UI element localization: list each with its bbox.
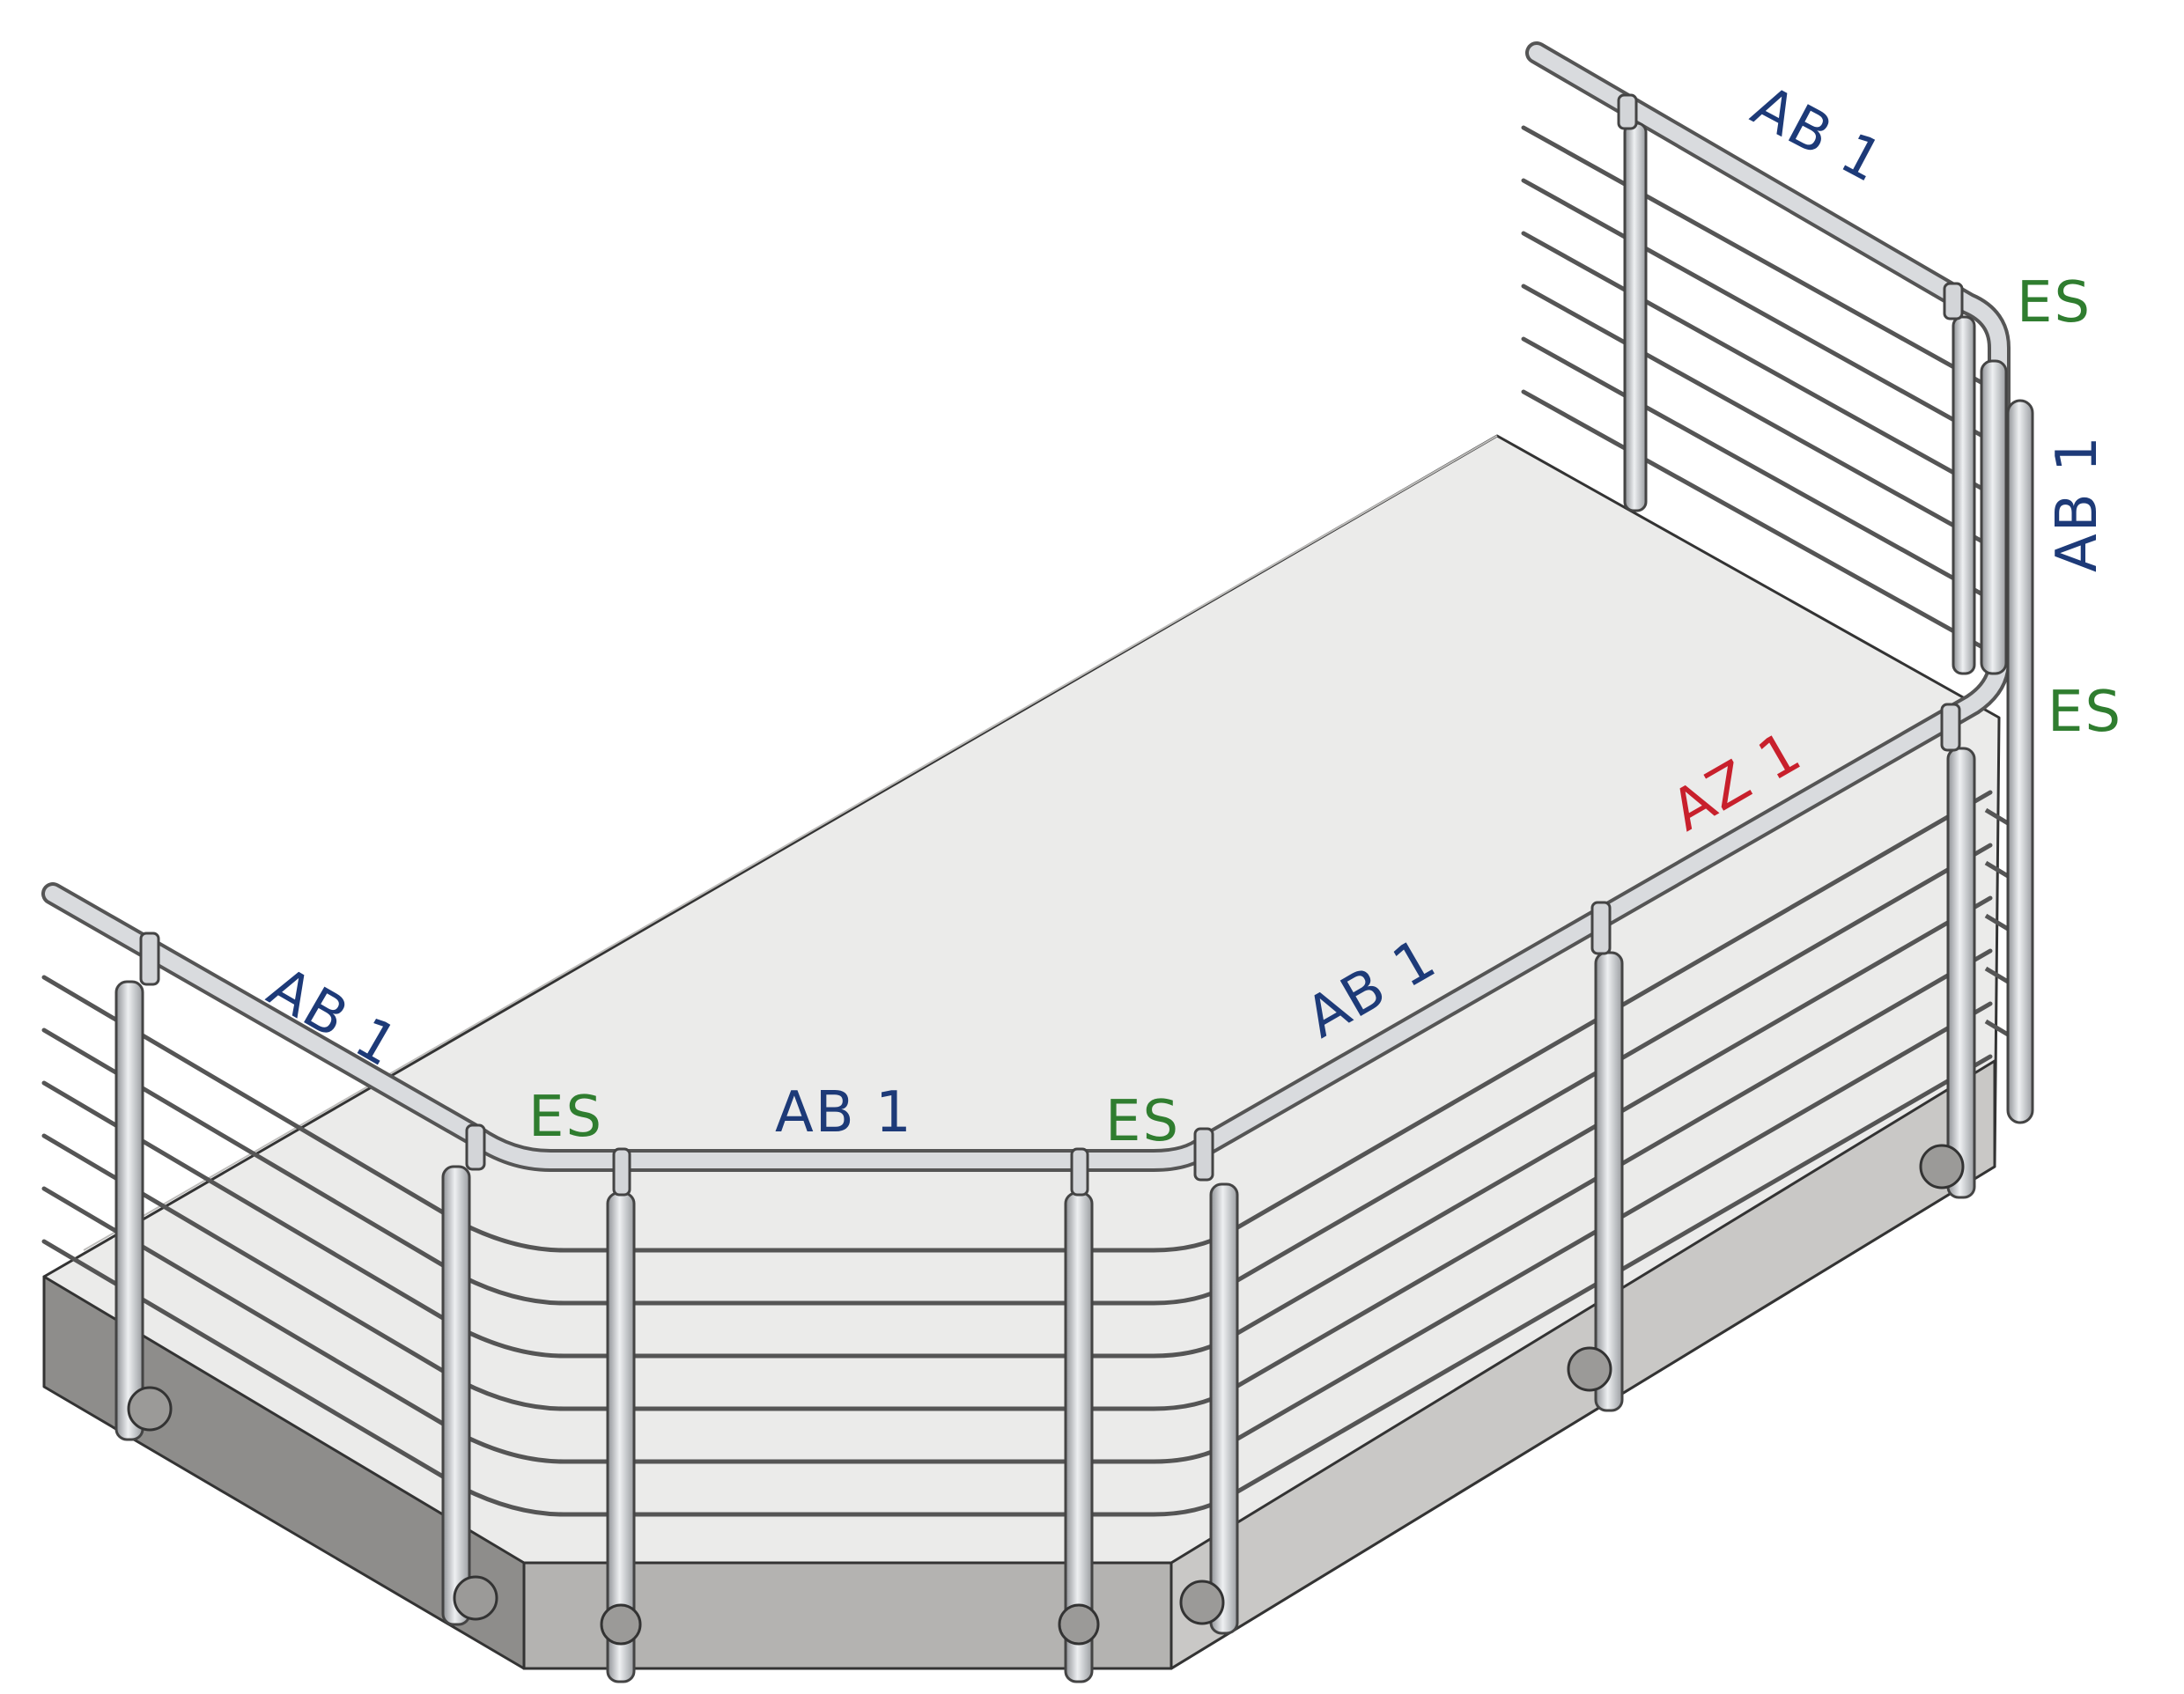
post-brackets — [139, 93, 1964, 1197]
left-railing-cables — [41, 975, 465, 1491]
label-es-back-top: ES — [2017, 270, 2092, 335]
post — [114, 980, 144, 1441]
back-railing-cables — [1521, 125, 1993, 654]
label-es-back-corner: ES — [2048, 680, 2122, 745]
post — [441, 1165, 471, 1626]
right-end-cables — [1984, 807, 2010, 1037]
back-vertical-rail — [2006, 399, 2034, 1124]
balcony-slab — [42, 434, 2001, 1670]
posts — [114, 122, 2008, 1683]
post — [1623, 122, 1648, 512]
base-plate — [453, 1575, 498, 1621]
label-es-right-front: ES — [1105, 1089, 1180, 1154]
post — [1209, 1182, 1239, 1635]
base-plate — [1058, 1603, 1100, 1646]
label-es-left-front: ES — [528, 1085, 603, 1150]
post — [1980, 359, 2008, 675]
base-plate — [1919, 1144, 1965, 1189]
post — [1594, 951, 1624, 1412]
post — [1952, 315, 1976, 675]
label-ab-front: AB 1 — [775, 1080, 913, 1145]
post — [1946, 747, 1976, 1199]
label-ab-back-vertical: AB 1 — [2045, 434, 2110, 572]
slab-shade-line — [83, 435, 1498, 1251]
base-plate — [127, 1386, 173, 1432]
base-plate — [600, 1603, 642, 1646]
front-railing-cables — [460, 1221, 1231, 1517]
post-bases — [127, 1144, 1965, 1646]
base-plate — [1179, 1580, 1225, 1625]
base-plate — [1567, 1346, 1612, 1392]
